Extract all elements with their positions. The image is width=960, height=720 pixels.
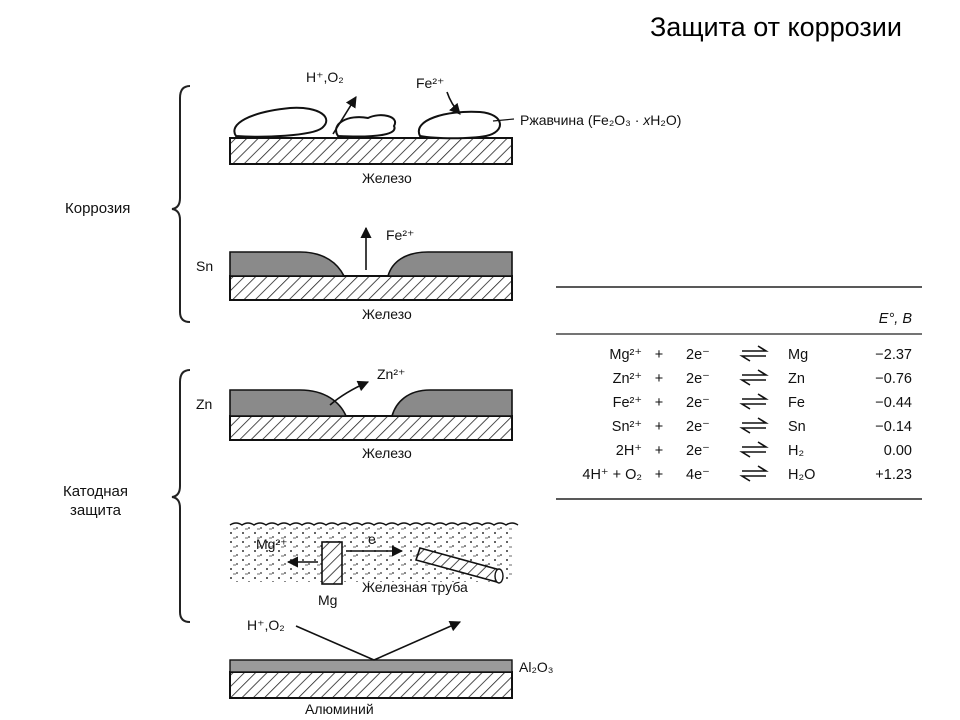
iron-label-3: Железо	[362, 445, 412, 461]
cathodic-label-line1: Катодная	[63, 483, 128, 500]
h-o2-label-2: H⁺,O₂	[247, 617, 285, 633]
potential-header: E°, В	[879, 311, 913, 327]
panel-tin: Sn Fe²⁺ Железо	[196, 226, 513, 322]
reaction-plus-sign: +	[655, 371, 663, 387]
reaction-oxidized-form: 2H⁺	[616, 443, 642, 459]
reaction-reduced-form: H₂	[788, 443, 804, 459]
standard-potential-value: 0.00	[884, 443, 912, 459]
reaction-plus-sign: +	[655, 395, 663, 411]
magnesium-anode	[321, 541, 343, 585]
equilibrium-arrow-icon	[739, 345, 769, 362]
equilibrium-arrow-icon	[739, 417, 769, 434]
iron-label-1: Железо	[362, 170, 412, 186]
reaction-plus-sign: +	[655, 347, 663, 363]
reaction-plus-sign: +	[655, 419, 663, 435]
fe-ion-label-2: Fe²⁺	[386, 227, 414, 243]
zinc-label: Zn	[196, 396, 212, 412]
slide-title: Защита от коррозии	[650, 12, 902, 42]
reaction-electrons: 2e⁻	[686, 443, 710, 459]
iron-pipe-label: Железная труба	[362, 579, 468, 595]
rust-blob-2	[335, 114, 397, 138]
tin-label: Sn	[196, 258, 213, 274]
fe-ion-label-1: Fe²⁺	[416, 75, 444, 91]
reaction-reduced-form: H₂O	[788, 467, 815, 483]
standard-potential-value: −2.37	[875, 347, 912, 363]
iron-label-2: Железо	[362, 306, 412, 322]
panel-rust: H⁺,O₂ Fe²⁺ Ржавчина (Fe₂O₃ · xH₂O) Желез…	[229, 69, 681, 186]
h-o2-label-1: H⁺,O₂	[306, 69, 344, 85]
reaction-electrons: 4e⁻	[686, 467, 710, 483]
cathodic-label-line2: защита	[70, 502, 122, 519]
corrosion-label: Коррозия	[65, 200, 130, 217]
equilibrium-arrow-icon	[739, 465, 769, 482]
equilibrium-arrow-icon	[739, 369, 769, 386]
reaction-oxidized-form: Mg²⁺	[609, 347, 642, 363]
electron-label: e	[368, 531, 376, 547]
panel-zinc: Zn Zn²⁺ Железо	[196, 366, 513, 461]
aluminium-label: Алюминий	[305, 701, 374, 717]
corrosion-brace	[171, 85, 191, 323]
oxide-label: Al₂O₃	[519, 659, 553, 675]
soil-surface	[229, 522, 519, 526]
equilibrium-arrow-icon	[739, 393, 769, 410]
panel-aluminium: H⁺,O₂ Al₂O₃ Алюминий	[229, 617, 553, 717]
reaction-reduced-form: Zn	[788, 371, 805, 387]
reaction-oxidized-form: Sn²⁺	[612, 419, 642, 435]
reaction-plus-sign: +	[655, 467, 663, 483]
reaction-electrons: 2e⁻	[686, 347, 710, 363]
cathodic-brace	[171, 369, 191, 623]
reaction-electrons: 2e⁻	[686, 371, 710, 387]
standard-potential-value: −0.44	[875, 395, 912, 411]
rust-blob-1	[233, 106, 328, 138]
reaction-reduced-form: Fe	[788, 395, 805, 411]
rust-label: Ржавчина (Fe₂O₃ · xH₂O)	[520, 112, 681, 128]
reaction-electrons: 2e⁻	[686, 419, 710, 435]
standard-potential-value: −0.14	[875, 419, 912, 435]
aluminium-surface	[229, 671, 513, 699]
oxide-layer	[229, 659, 513, 673]
magnesium-label: Mg	[318, 592, 337, 608]
reaction-oxidized-form: Fe²⁺	[613, 395, 642, 411]
standard-potential-value: +1.23	[875, 467, 912, 483]
tin-coating-left	[229, 251, 346, 277]
reaction-reduced-form: Mg	[788, 347, 808, 363]
reaction-oxidized-form: 4H⁺ + O₂	[582, 467, 642, 483]
reaction-plus-sign: +	[655, 443, 663, 459]
iron-surface-1	[229, 137, 513, 165]
iron-surface-2	[229, 275, 513, 301]
equilibrium-arrow-icon	[739, 441, 769, 458]
panel-magnesium-anode: Mg²⁺ e Mg Железная труба	[229, 522, 519, 608]
zinc-coating-left	[229, 389, 348, 417]
iron-surface-3	[229, 415, 513, 441]
reaction-electrons: 2e⁻	[686, 395, 710, 411]
standard-potential-value: −0.76	[875, 371, 912, 387]
tin-coating-right	[386, 251, 513, 277]
reaction-reduced-form: Sn	[788, 419, 806, 435]
reaction-oxidized-form: Zn²⁺	[613, 371, 642, 387]
rust-blob-3	[417, 110, 501, 140]
zinc-coating-right	[390, 389, 513, 417]
magnesium-ion-label: Mg²⁺	[256, 536, 288, 552]
zinc-ion-label: Zn²⁺	[377, 366, 405, 382]
